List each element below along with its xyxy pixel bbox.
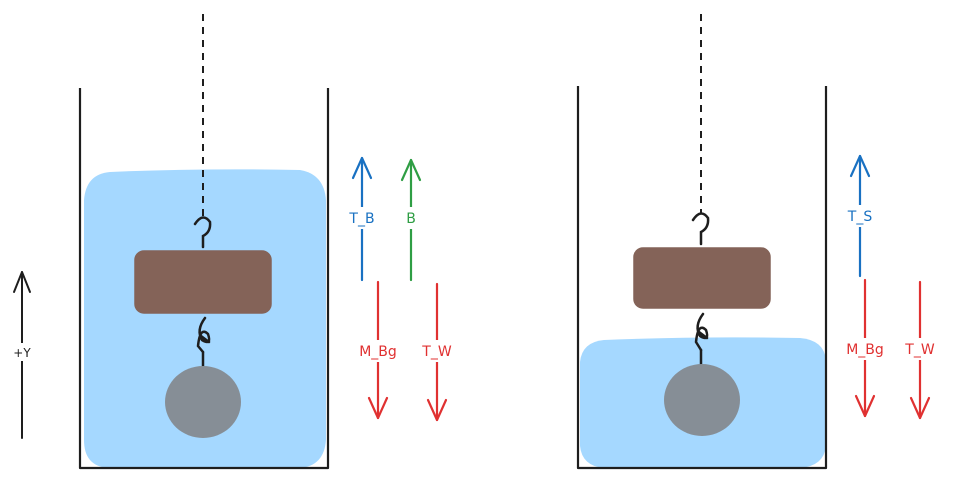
- right-bottom-hook: [694, 312, 709, 352]
- left-setup: [78, 14, 330, 470]
- left-force-t-b-arrow: T_B: [336, 156, 388, 282]
- right-force-t-w-arrow: T_W: [896, 280, 946, 420]
- left-force-b-arrow: B: [400, 158, 422, 282]
- left-block: [134, 250, 272, 314]
- left-force-t-w-label: T_W: [421, 344, 452, 360]
- y-axis-arrow: +Y: [9, 271, 35, 439]
- y-axis-label: +Y: [13, 346, 31, 360]
- left-container: [78, 88, 330, 470]
- left-bottom-hook: [196, 316, 211, 354]
- left-force-m-bg-label: M_Bg: [359, 344, 397, 360]
- right-forces: T_S M_Bg T_W: [834, 154, 946, 420]
- right-force-t-s-label: T_S: [847, 209, 873, 225]
- right-force-m-bg-label: M_Bg: [846, 342, 884, 358]
- left-force-t-w-arrow: T_W: [410, 282, 464, 422]
- left-force-b-label: B: [406, 211, 416, 227]
- right-container: [576, 86, 828, 470]
- right-force-m-bg-arrow: M_Bg: [836, 278, 894, 418]
- left-forces: T_B B M_Bg T_W: [336, 156, 464, 422]
- left-weight: [165, 366, 241, 438]
- left-force-m-bg-arrow: M_Bg: [350, 280, 406, 420]
- left-top-hook: [193, 216, 212, 249]
- left-force-t-b-label: T_B: [348, 211, 374, 227]
- right-setup: [576, 14, 828, 470]
- right-top-hook: [691, 212, 710, 246]
- right-force-t-s-arrow: T_S: [834, 154, 886, 278]
- right-weight: [664, 364, 740, 436]
- right-force-t-w-label: T_W: [904, 342, 935, 358]
- right-block: [633, 247, 771, 309]
